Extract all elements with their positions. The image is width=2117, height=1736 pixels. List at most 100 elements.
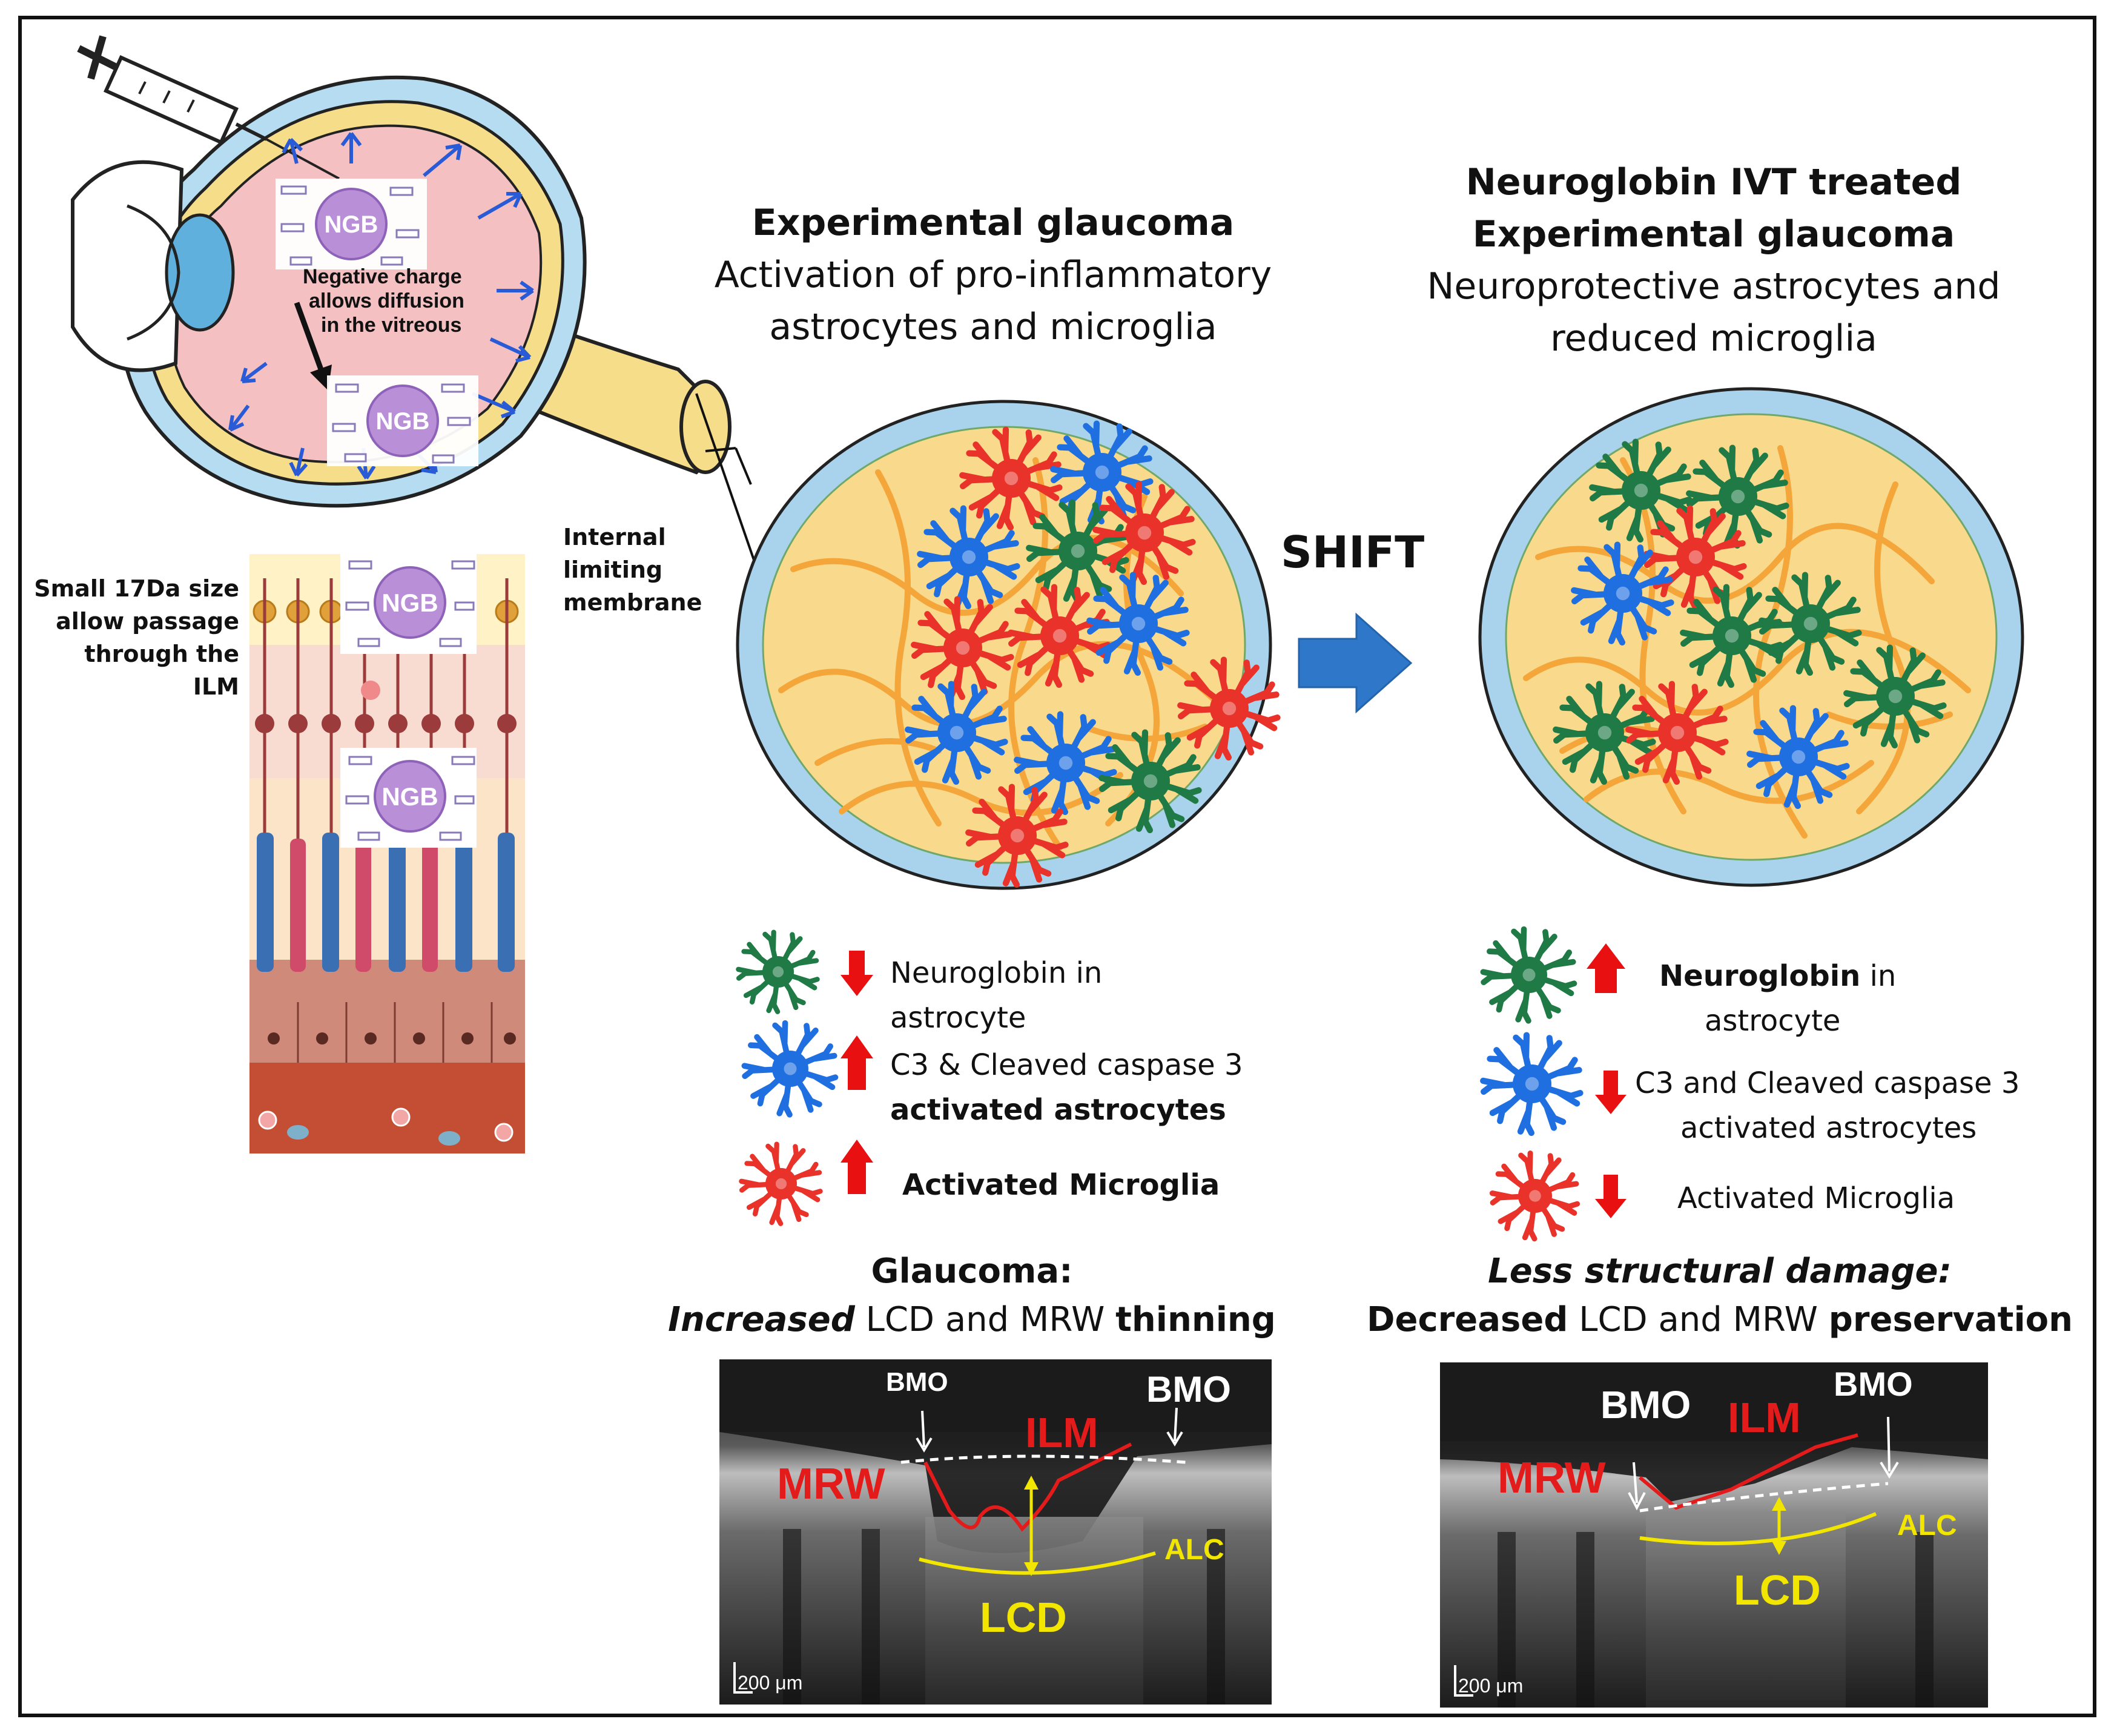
treated-subtitle-1: Neuroprotective astrocytes and <box>1427 265 2001 308</box>
alc-label: ALC <box>1897 1510 1957 1542</box>
legend-right-red: Activated Microglia <box>1677 1181 1955 1215</box>
shift-label: SHIFT <box>1281 527 1425 578</box>
shift-arrow-icon <box>1298 612 1413 714</box>
mrw-label: MRW <box>1498 1454 1606 1502</box>
down-arrow-icon <box>841 951 873 996</box>
glaucoma-subtitle-2: astrocytes and microglia <box>769 306 1217 348</box>
cornea <box>71 160 184 372</box>
legend-text-bold: Neuroglobin <box>1659 959 1861 993</box>
ilm-text: Internal limiting membrane <box>563 524 702 616</box>
ngb-label: NGB <box>325 211 378 238</box>
legend-text: Neuroglobin in <box>890 956 1103 990</box>
scale-label: 200 μm <box>738 1672 802 1694</box>
green-cell-icon <box>1098 729 1202 834</box>
green-cell-icon <box>1589 438 1693 543</box>
svg-text:in the vitreous: in the vitreous <box>321 314 461 337</box>
legend-right-arrows <box>1587 943 1627 1218</box>
green-cell-icon <box>1553 681 1656 785</box>
oct-right-heading: Less structural damage: <box>1488 1252 1952 1291</box>
treated-subtitle-2: reduced microglia <box>1550 317 1877 360</box>
legend-right-green: Neuroglobin in astrocyte <box>1635 954 2047 1043</box>
up-arrow-icon <box>841 1140 873 1194</box>
diffusion-direction-arrow <box>294 302 332 391</box>
blue-cell-icon <box>1480 1032 1584 1137</box>
ngb-molecule-top: NGB <box>276 179 427 269</box>
blue-cell-icon <box>917 505 1020 610</box>
legend-left-green: Neuroglobin in astrocyte <box>890 951 1314 1040</box>
diffusion-arrows <box>228 132 534 480</box>
syringe-icon <box>77 35 340 180</box>
oct-left-image: BMO BMO ILM MRW ALC LCD 200 μm <box>719 1359 1272 1705</box>
diffusion-text: Negative charge allows diffusion in the … <box>303 265 464 337</box>
blue-cell-icon <box>1014 711 1117 816</box>
scale-label: 200 μm <box>1458 1675 1523 1697</box>
green-cell-icon <box>1480 926 1577 1024</box>
legend-left-arrows <box>841 951 873 1194</box>
eye-illustration: NGB NGB Negative charge allows diffusion… <box>71 35 732 508</box>
red-cell-icon <box>911 596 1014 701</box>
blue-cell-icon <box>1086 572 1190 676</box>
ilm-label: ILM <box>1025 1409 1098 1456</box>
blue-cell-icon <box>741 1020 839 1118</box>
ngb-label: NGB <box>381 782 438 811</box>
red-cell-icon <box>1177 656 1281 761</box>
blue-cell-icon <box>905 681 1008 785</box>
red-cell-icon <box>1092 481 1196 586</box>
treated-circle <box>1478 387 2024 887</box>
down-arrow-icon <box>1595 1071 1627 1114</box>
legend-text: activated astrocytes <box>1680 1111 1977 1145</box>
glaucoma-subtitle-1: Activation of pro-inflammatory <box>714 254 1272 296</box>
legend-text: C3 and Cleaved caspase 3 <box>1635 1066 2020 1100</box>
ngb-molecule-bottom: NGB <box>327 375 478 466</box>
legend-text: activated astrocytes <box>890 1093 1226 1127</box>
oct-right-image: BMO BMO ILM MRW ALC LCD 200 μm <box>1440 1362 1988 1708</box>
lcd-label: LCD <box>980 1594 1067 1641</box>
oct-left-heading: Glaucoma: <box>871 1252 1073 1291</box>
legend-text: astrocyte <box>1705 1004 1841 1038</box>
legend-text: in <box>1860 959 1897 993</box>
red-cell-icon <box>1489 1150 1580 1242</box>
legend-left-red: Activated Microglia <box>902 1168 1220 1202</box>
blue-cell-icon <box>1746 705 1850 810</box>
ngb-label: NGB <box>376 408 430 435</box>
green-cell-icon <box>1680 584 1783 688</box>
red-cell-icon <box>959 426 1063 531</box>
ngb-label: NGB <box>381 589 438 617</box>
mrw-label: MRW <box>777 1460 885 1508</box>
treated-title-block: Neuroglobin IVT treated Experimental gla… <box>1393 156 2035 365</box>
lens <box>165 213 235 332</box>
up-arrow-icon <box>841 1035 873 1090</box>
glaucoma-circle <box>736 400 1281 890</box>
bmo-left-label: BMO <box>886 1367 948 1397</box>
green-cell-icon <box>736 929 820 1014</box>
ilm-label: ILM <box>1728 1394 1801 1441</box>
bmo-right-label: BMO <box>1146 1369 1231 1410</box>
alc-label: ALC <box>1164 1534 1224 1566</box>
blue-cell-icon <box>1050 420 1154 525</box>
lcd-label: LCD <box>1734 1566 1821 1614</box>
legend-right-blue: C3 and Cleaved caspase 3 activated astro… <box>1635 1061 2059 1150</box>
down-arrow-icon <box>1595 1175 1627 1218</box>
bmo-left-label: BMO <box>1600 1383 1691 1427</box>
legend-text: astrocyte <box>890 1001 1026 1035</box>
bmo-right-label: BMO <box>1834 1365 1913 1403</box>
svg-text:Negative charge: Negative charge <box>303 265 462 288</box>
red-cell-icon <box>739 1141 823 1226</box>
ngb-molecule-retina-top: NGB <box>340 554 477 654</box>
red-cell-icon <box>1625 681 1729 785</box>
oct-right-heading-block: Less structural damage: Decreased LCD an… <box>1350 1247 2089 1344</box>
green-cell-icon <box>1686 444 1789 549</box>
blue-cell-icon <box>1571 541 1674 646</box>
glaucoma-title: Experimental glaucoma <box>751 202 1235 244</box>
red-cell-icon <box>965 784 1069 888</box>
passage-text: Small 17Da size allow passage through th… <box>34 575 239 700</box>
treated-title-2: Experimental glaucoma <box>1472 213 1955 256</box>
oct-left-heading-block: Glaucoma: Increased LCD and MRW thinning <box>630 1247 1314 1344</box>
legend-text: C3 & Cleaved caspase 3 <box>890 1048 1243 1082</box>
up-arrow-icon <box>1587 943 1625 993</box>
ngb-molecule-retina-bottom: NGB <box>340 748 477 848</box>
legend-left-blue: C3 & Cleaved caspase 3 activated astrocy… <box>890 1043 1314 1132</box>
retina-section: NGB NGB <box>249 554 525 1153</box>
treated-title-1: Neuroglobin IVT treated <box>1465 161 1962 203</box>
